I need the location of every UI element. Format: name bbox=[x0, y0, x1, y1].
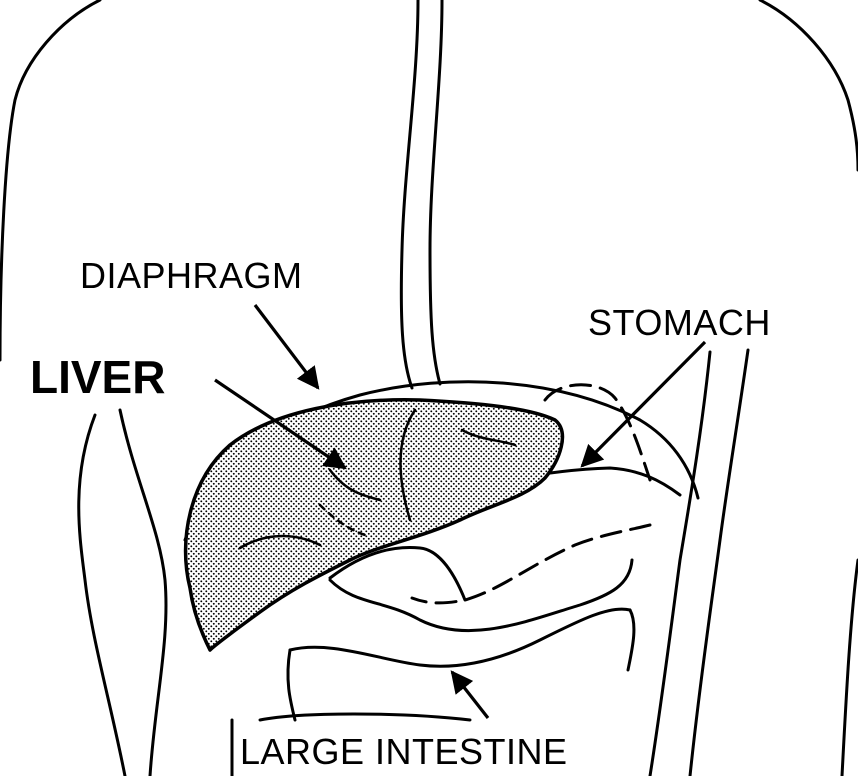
stomach-dashed-top bbox=[543, 383, 652, 482]
label-diaphragm: DIAPHRAGM bbox=[80, 255, 303, 296]
large-intestine-left bbox=[286, 648, 297, 722]
torso-right-outer bbox=[688, 348, 750, 776]
label-liver: LIVER bbox=[30, 351, 166, 403]
label-stomach: STOMACH bbox=[588, 302, 771, 343]
esophagus-left bbox=[399, 0, 420, 390]
torso-right-far bbox=[840, 558, 858, 776]
label-large-intestine: LARGE INTESTINE bbox=[240, 731, 568, 772]
large-intestine-lower bbox=[288, 607, 632, 668]
torso-left-outer bbox=[77, 413, 127, 776]
stomach-arrow bbox=[580, 340, 707, 468]
body-outline-right bbox=[758, 0, 858, 172]
liver-arrow bbox=[214, 378, 347, 470]
large-intestine-arrow bbox=[450, 670, 490, 719]
intestine-baseline bbox=[258, 712, 472, 722]
liver-vessel-1 bbox=[328, 468, 382, 502]
liver-vessel-4 bbox=[318, 503, 367, 537]
liver-shape bbox=[183, 398, 565, 652]
large-intestine-right bbox=[626, 608, 636, 672]
liver-lobe-divide bbox=[399, 408, 417, 522]
esophagus-right bbox=[428, 0, 444, 386]
liver-vessel-2 bbox=[238, 534, 322, 550]
liver-vessel-3 bbox=[460, 428, 517, 447]
torso-left-inner bbox=[118, 408, 168, 776]
torso-right-inner bbox=[648, 350, 712, 776]
large-intestine-upper bbox=[328, 558, 634, 633]
stomach-lower bbox=[328, 545, 467, 602]
body-outline-left bbox=[0, 0, 102, 362]
stomach-dashed-bottom bbox=[410, 523, 652, 605]
diaphragm-arrow bbox=[253, 304, 320, 390]
